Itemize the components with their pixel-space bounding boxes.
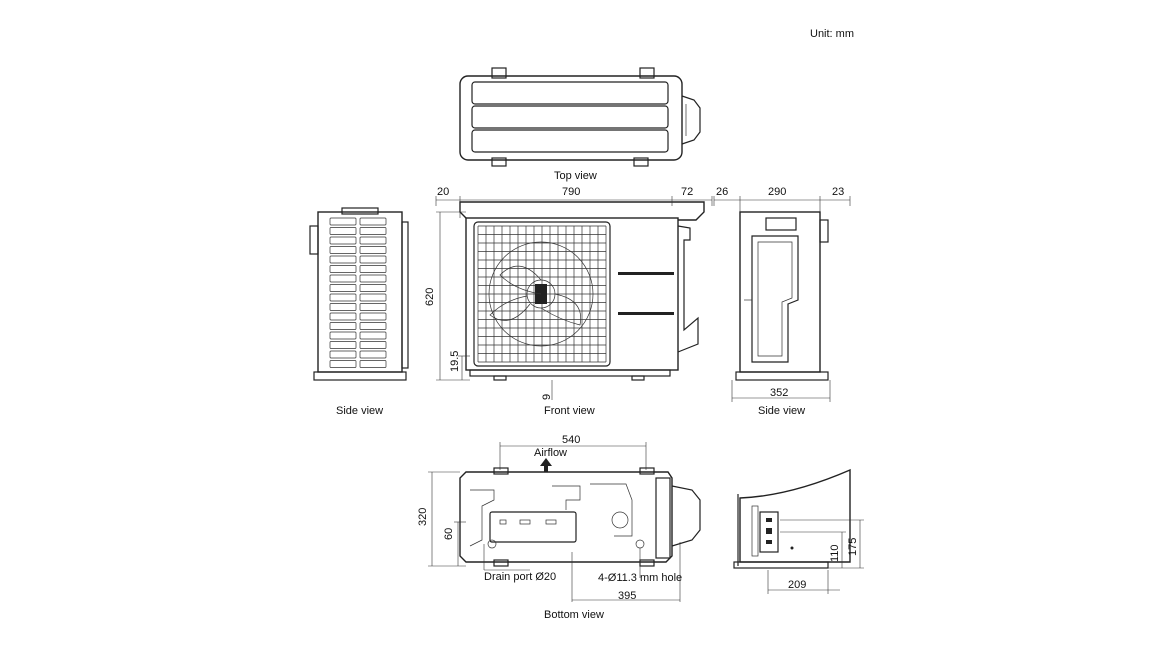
dim-front-height: 620 [424,288,436,306]
dim-side-depth: 290 [768,186,786,198]
side-view-left-label: Side view [336,405,383,417]
bottom-view: 540 Airflow Bottom view [459,434,701,621]
dim-front-left: 20 [437,186,449,198]
dim-bottom-span2: 395 [618,590,636,602]
front-view-label: Front view [544,405,595,417]
dim-side-left-gap: 26 [716,186,728,198]
dim-side-base: 352 [770,387,788,399]
side-view-right-label: Side view [758,405,805,417]
top-view: Top view [459,67,701,182]
detail-dimensions: 209 110 175 [767,519,864,594]
drain-label: Drain port Ø20 [484,571,556,583]
dim-front-width: 790 [562,186,580,198]
airflow-label: Airflow [534,447,567,459]
dim-front-right: 72 [681,186,693,198]
bottom-view-label: Bottom view [544,609,604,621]
top-view-label: Top view [554,170,597,182]
dim-detail-h1: 110 [829,544,841,562]
dim-bottom-span: 540 [562,434,580,446]
dim-bottom-small: 60 [443,528,455,540]
unit-label: Unit: mm [810,28,854,40]
front-view: Front view [459,201,705,417]
side-view-right: Side view [735,211,829,417]
dim-detail-width: 209 [788,579,806,591]
holes-label: 4-Ø11.3 mm hole [598,572,682,584]
dim-front-foot: 19.5 [449,351,461,372]
detail-view [733,468,851,569]
dim-bottom-height: 320 [417,508,429,526]
front-dimensions: 20 790 72 620 19.5 9 [424,186,713,400]
side-dimensions: 26 290 23 352 [713,186,851,402]
side-view-left: Side view [309,207,409,417]
dim-detail-h2: 175 [847,538,859,556]
dim-front-base: 9 [541,394,553,400]
bottom-dimensions: 320 60 Drain port Ø20 4-Ø11.3 mm hole 39… [417,471,682,602]
dim-side-right-gap: 23 [832,186,844,198]
